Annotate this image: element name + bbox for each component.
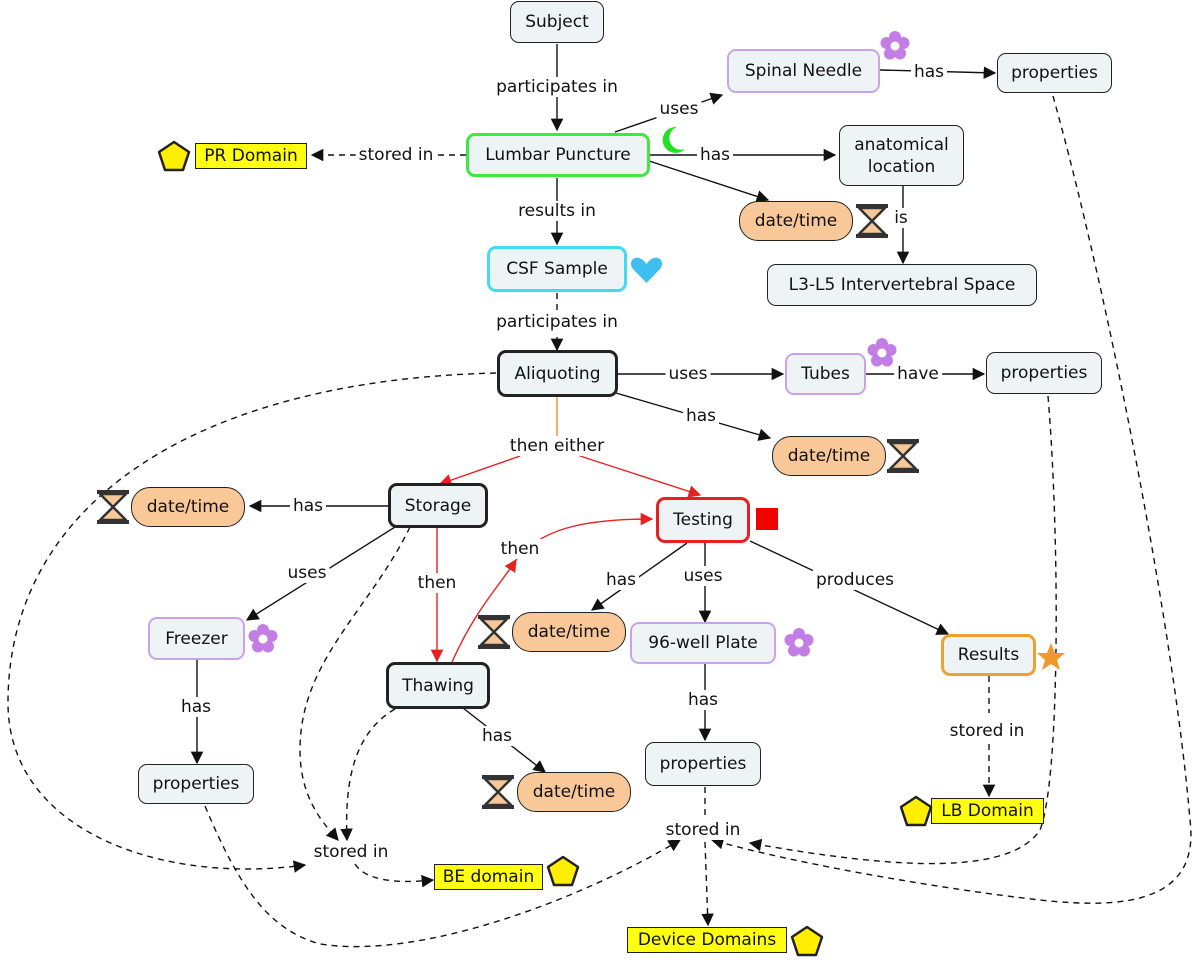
concept-properties[interactable]: properties [138,764,254,804]
concept-spinal-needle[interactable]: Spinal Needle [727,49,880,93]
link-label-produces: produces [812,570,898,590]
pentagon-icon [546,855,580,887]
star-icon [1037,643,1065,670]
flower-icon [867,338,897,367]
heart-icon [630,257,663,283]
link-label-have: have [894,364,942,384]
link-label-has: has [602,570,640,590]
domain-lb[interactable]: LB Domain [931,798,1044,824]
concept-l3-l5-intervertebral-space[interactable]: L3-L5 Intervertebral Space [767,264,1037,306]
link-label-has: has [289,496,327,516]
link-label-has: has [177,697,215,717]
concept-aliquoting[interactable]: Aliquoting [497,350,618,397]
concept-storage[interactable]: Storage [388,483,488,528]
concept-freezer[interactable]: Freezer [148,617,245,660]
hourglass-icon [887,439,919,473]
link-label-has: has [478,726,516,746]
hourglass-icon [97,490,129,524]
link-label-then: then [497,539,543,559]
hourglass-icon [478,615,510,649]
concept-properties[interactable]: properties [986,352,1102,394]
pentagon-icon [790,925,824,957]
concept-anatomical-location[interactable]: anatomical location [839,125,964,186]
concept-subject[interactable]: Subject [510,1,604,43]
link-label-stored-in: stored in [662,820,744,840]
crescent-moon-icon [662,126,685,153]
link-label-uses: uses [665,364,711,384]
concept-date-time[interactable]: date/time [772,436,886,476]
concept-date-time[interactable]: date/time [131,487,245,527]
domain-device[interactable]: Device Domains [627,927,787,953]
link-label-then: then [414,573,460,593]
link-label-participates-in: participates in [493,312,621,332]
link-label-uses: uses [680,566,726,586]
concept-results[interactable]: Results [941,634,1036,676]
link-label-stored-in: stored in [355,145,437,165]
flower-icon [248,624,278,653]
concept-testing[interactable]: Testing [656,497,750,543]
flower-icon [880,31,910,60]
pentagon-icon [899,795,933,827]
link-label-stored-in: stored in [310,842,392,862]
link-label-is: is [891,208,911,228]
concept-date-time[interactable]: date/time [512,612,626,652]
concept-csf-sample[interactable]: CSF Sample [487,246,627,292]
link-label-has: has [910,62,948,82]
link-label-has: has [684,690,722,710]
hourglass-icon [856,204,888,238]
concept-date-time[interactable]: date/time [517,772,631,812]
flower-icon [784,628,814,657]
link-label-then-either: then either [506,436,608,456]
concept-tubes[interactable]: Tubes [785,353,866,395]
link-label-uses: uses [284,563,330,583]
link-label-stored-in: stored in [946,721,1028,741]
concept-96-well-plate[interactable]: 96-well Plate [630,622,776,664]
link-label-has: has [682,406,720,426]
link-label-participates-in: participates in [493,77,621,97]
link-label-has: has [696,145,734,165]
square-icon [756,508,778,530]
concept-properties[interactable]: properties [997,53,1112,93]
hourglass-icon [482,775,514,809]
link-label-results-in: results in [515,201,599,221]
domain-be[interactable]: BE domain [434,864,543,890]
pentagon-icon [157,140,191,172]
link-label-uses: uses [656,99,702,119]
concept-lumbar-puncture[interactable]: Lumbar Puncture [466,133,650,177]
concept-date-time[interactable]: date/time [739,201,853,241]
domain-pr[interactable]: PR Domain [195,143,307,169]
concept-properties[interactable]: properties [645,742,761,786]
concept-thawing[interactable]: Thawing [386,662,490,709]
